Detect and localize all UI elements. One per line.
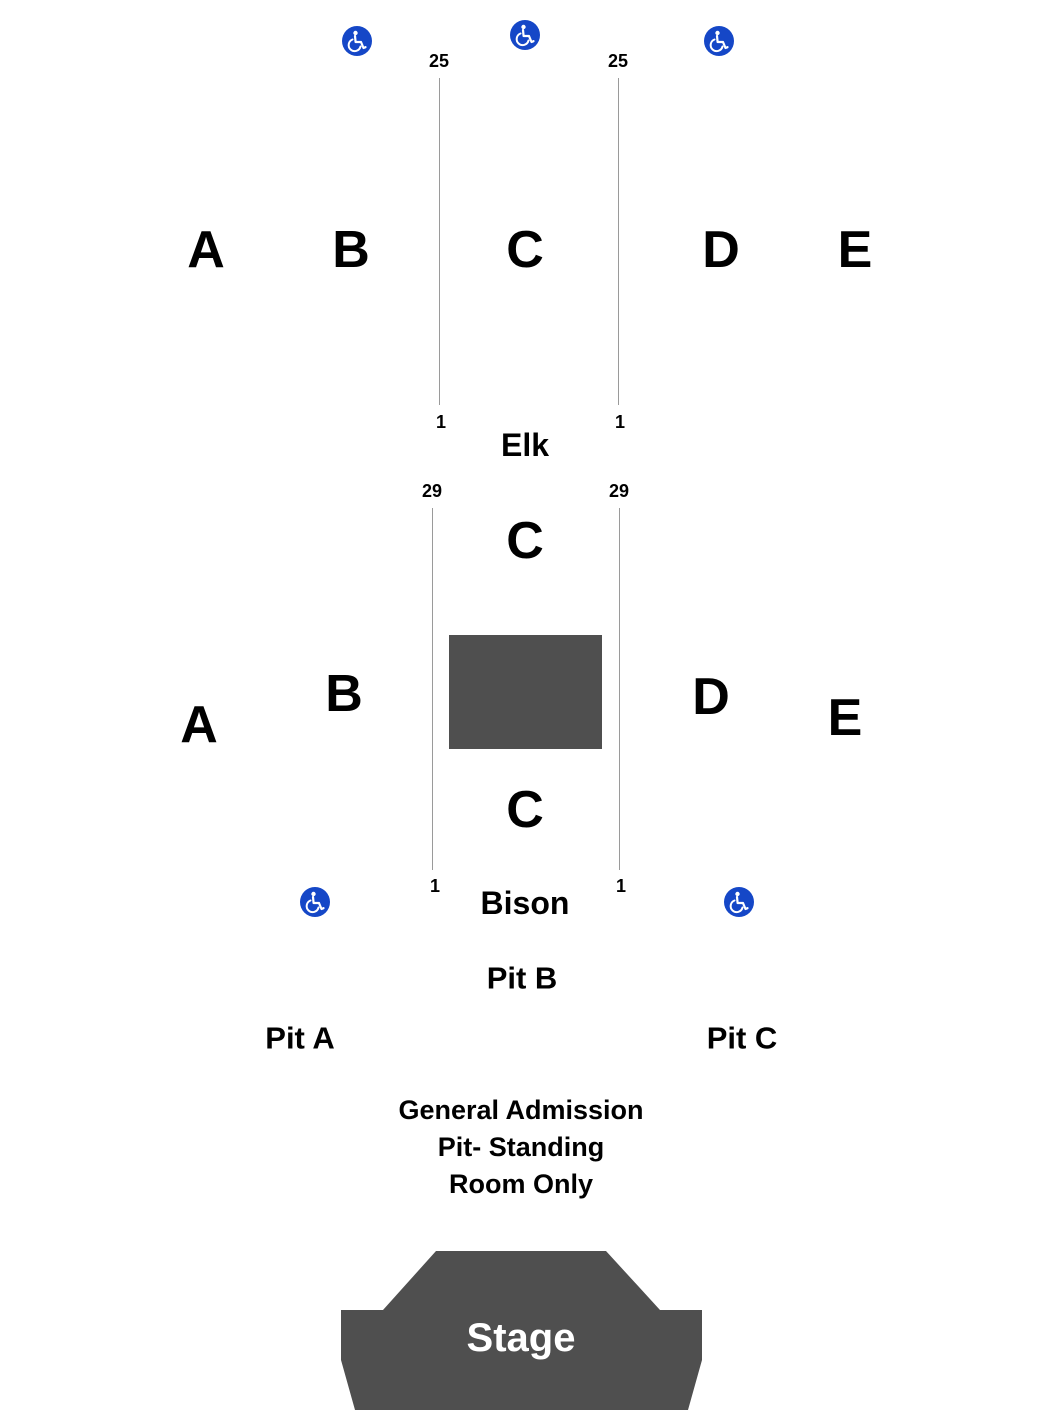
aisle-row-number: 25 <box>428 51 450 71</box>
wheelchair-icon <box>342 26 372 56</box>
note-line: Pit- Standing <box>437 1132 605 1162</box>
wheelchair-icon <box>724 887 754 917</box>
aisle-row-number: 1 <box>429 876 441 896</box>
section-elk-b[interactable]: B <box>332 221 370 279</box>
stage-label: Stage <box>466 1316 576 1360</box>
aisle-row-number: 1 <box>614 412 626 432</box>
aisle-line <box>619 508 620 870</box>
level-label-bison: Bison <box>480 885 570 921</box>
wheelchair-icon <box>510 20 540 50</box>
aisle-line <box>432 508 433 870</box>
sound-console <box>449 635 602 749</box>
section-bison-c-top[interactable]: C <box>506 512 544 570</box>
section-pit-c[interactable]: Pit C <box>706 1020 778 1056</box>
wheelchair-icon <box>300 887 330 917</box>
aisle-line <box>618 78 619 405</box>
section-bison-e[interactable]: E <box>827 689 863 747</box>
wheelchair-icon <box>704 26 734 56</box>
stage-shape <box>341 1251 702 1410</box>
section-pit-b[interactable]: Pit B <box>486 960 558 996</box>
aisle-row-number: 1 <box>435 412 447 432</box>
section-bison-d[interactable]: D <box>692 668 730 726</box>
section-elk-e[interactable]: E <box>837 221 873 279</box>
section-bison-a[interactable]: A <box>180 696 218 754</box>
aisle-row-number: 29 <box>608 481 630 501</box>
note-line: General Admission <box>398 1095 644 1125</box>
section-pit-a[interactable]: Pit A <box>265 1020 335 1056</box>
section-elk-d[interactable]: D <box>702 221 740 279</box>
section-elk-c[interactable]: C <box>506 221 544 279</box>
section-bison-c-bottom[interactable]: C <box>506 781 544 839</box>
aisle-row-number: 25 <box>607 51 629 71</box>
section-bison-b[interactable]: B <box>325 665 363 723</box>
aisle-row-number: 1 <box>615 876 627 896</box>
aisle-line <box>439 78 440 405</box>
section-elk-a[interactable]: A <box>187 221 225 279</box>
note-line: Room Only <box>448 1169 594 1199</box>
level-label-elk: Elk <box>500 427 550 463</box>
general-admission-note: General Admission Pit- Standing Room Onl… <box>398 1092 643 1203</box>
aisle-row-number: 29 <box>421 481 443 501</box>
